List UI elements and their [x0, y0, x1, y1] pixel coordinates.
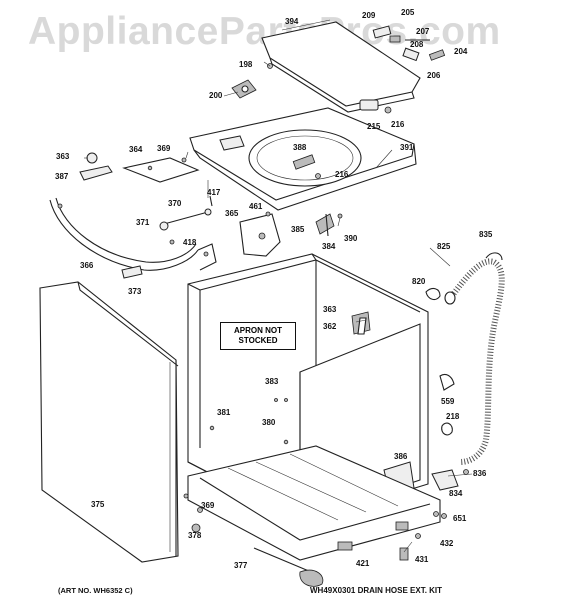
callout-386: 386 — [394, 452, 408, 461]
callout-825: 825 — [437, 242, 451, 251]
callout-364: 364 — [129, 145, 143, 154]
callout-204: 204 — [454, 47, 468, 56]
callout-394: 394 — [285, 17, 299, 26]
corner-bracket-part — [239, 211, 281, 257]
callout-208: 208 — [410, 40, 424, 49]
callout-205: 205 — [401, 8, 415, 17]
callout-388: 388 — [293, 143, 307, 152]
callout-377: 377 — [234, 561, 248, 570]
callout-216-top: 216 — [391, 120, 405, 129]
callout-385: 385 — [291, 225, 305, 234]
callout-391: 391 — [400, 143, 414, 152]
callout-366: 366 — [80, 261, 94, 270]
cabinet-top-parts — [79, 152, 200, 183]
hinge-part — [231, 79, 257, 99]
callout-820: 820 — [412, 277, 426, 286]
drain-hose-kit-note: WH49X0301 DRAIN HOSE EXT. KIT — [310, 586, 443, 595]
callout-380: 380 — [262, 418, 276, 427]
side-brace-part — [49, 197, 217, 279]
callout-835: 835 — [479, 230, 493, 239]
apron-note-line1: APRON NOT — [234, 326, 282, 335]
callout-362: 362 — [323, 322, 337, 331]
rod-parts — [159, 195, 213, 245]
callout-461: 461 — [249, 202, 263, 211]
callout-216-cover: 216 — [335, 170, 349, 179]
callout-209: 209 — [362, 11, 376, 20]
callout-378: 378 — [188, 531, 202, 540]
callout-363-top: 363 — [56, 152, 70, 161]
callout-383: 383 — [265, 377, 279, 386]
callout-559: 559 — [441, 397, 455, 406]
callout-207: 207 — [416, 27, 430, 36]
callout-834: 834 — [449, 489, 463, 498]
callout-373: 373 — [128, 287, 142, 296]
front-panel-part — [39, 281, 179, 563]
callout-390: 390 — [344, 234, 358, 243]
callout-417: 417 — [207, 188, 221, 197]
callout-198: 198 — [239, 60, 253, 69]
callout-365: 365 — [225, 209, 239, 218]
watermark: AppliancePartsPros.com — [28, 10, 501, 53]
callout-381: 381 — [217, 408, 231, 417]
base-rod-part — [253, 547, 324, 587]
callout-218: 218 — [446, 412, 460, 421]
bracket-part — [315, 213, 343, 237]
callout-370: 370 — [168, 199, 182, 208]
lid-part — [261, 19, 421, 113]
callout-432: 432 — [440, 539, 454, 548]
callout-200: 200 — [209, 91, 223, 100]
callout-369-top: 369 — [157, 144, 171, 153]
apron-not-stocked-note: APRON NOT STOCKED — [220, 322, 296, 350]
callout-369-base: 369 — [201, 501, 215, 510]
callout-651: 651 — [453, 514, 467, 523]
callout-375: 375 — [91, 500, 105, 509]
base-frame-part — [183, 445, 441, 561]
callout-371: 371 — [136, 218, 150, 227]
callout-418: 418 — [183, 238, 197, 247]
callout-363-cabinet: 363 — [323, 305, 337, 314]
leader-lines — [84, 61, 473, 553]
callout-384: 384 — [322, 242, 336, 251]
callout-836: 836 — [473, 469, 487, 478]
drain-hose-part — [425, 252, 505, 519]
top-cover-part — [189, 107, 417, 211]
lid-switch-parts — [267, 25, 446, 114]
callout-431: 431 — [415, 555, 429, 564]
callout-421: 421 — [356, 559, 370, 568]
art-number: (ART NO. WH6352 C) — [58, 586, 133, 595]
callout-387: 387 — [55, 172, 69, 181]
callout-206: 206 — [427, 71, 441, 80]
callout-215: 215 — [367, 122, 381, 131]
apron-note-line2: STOCKED — [238, 336, 278, 345]
